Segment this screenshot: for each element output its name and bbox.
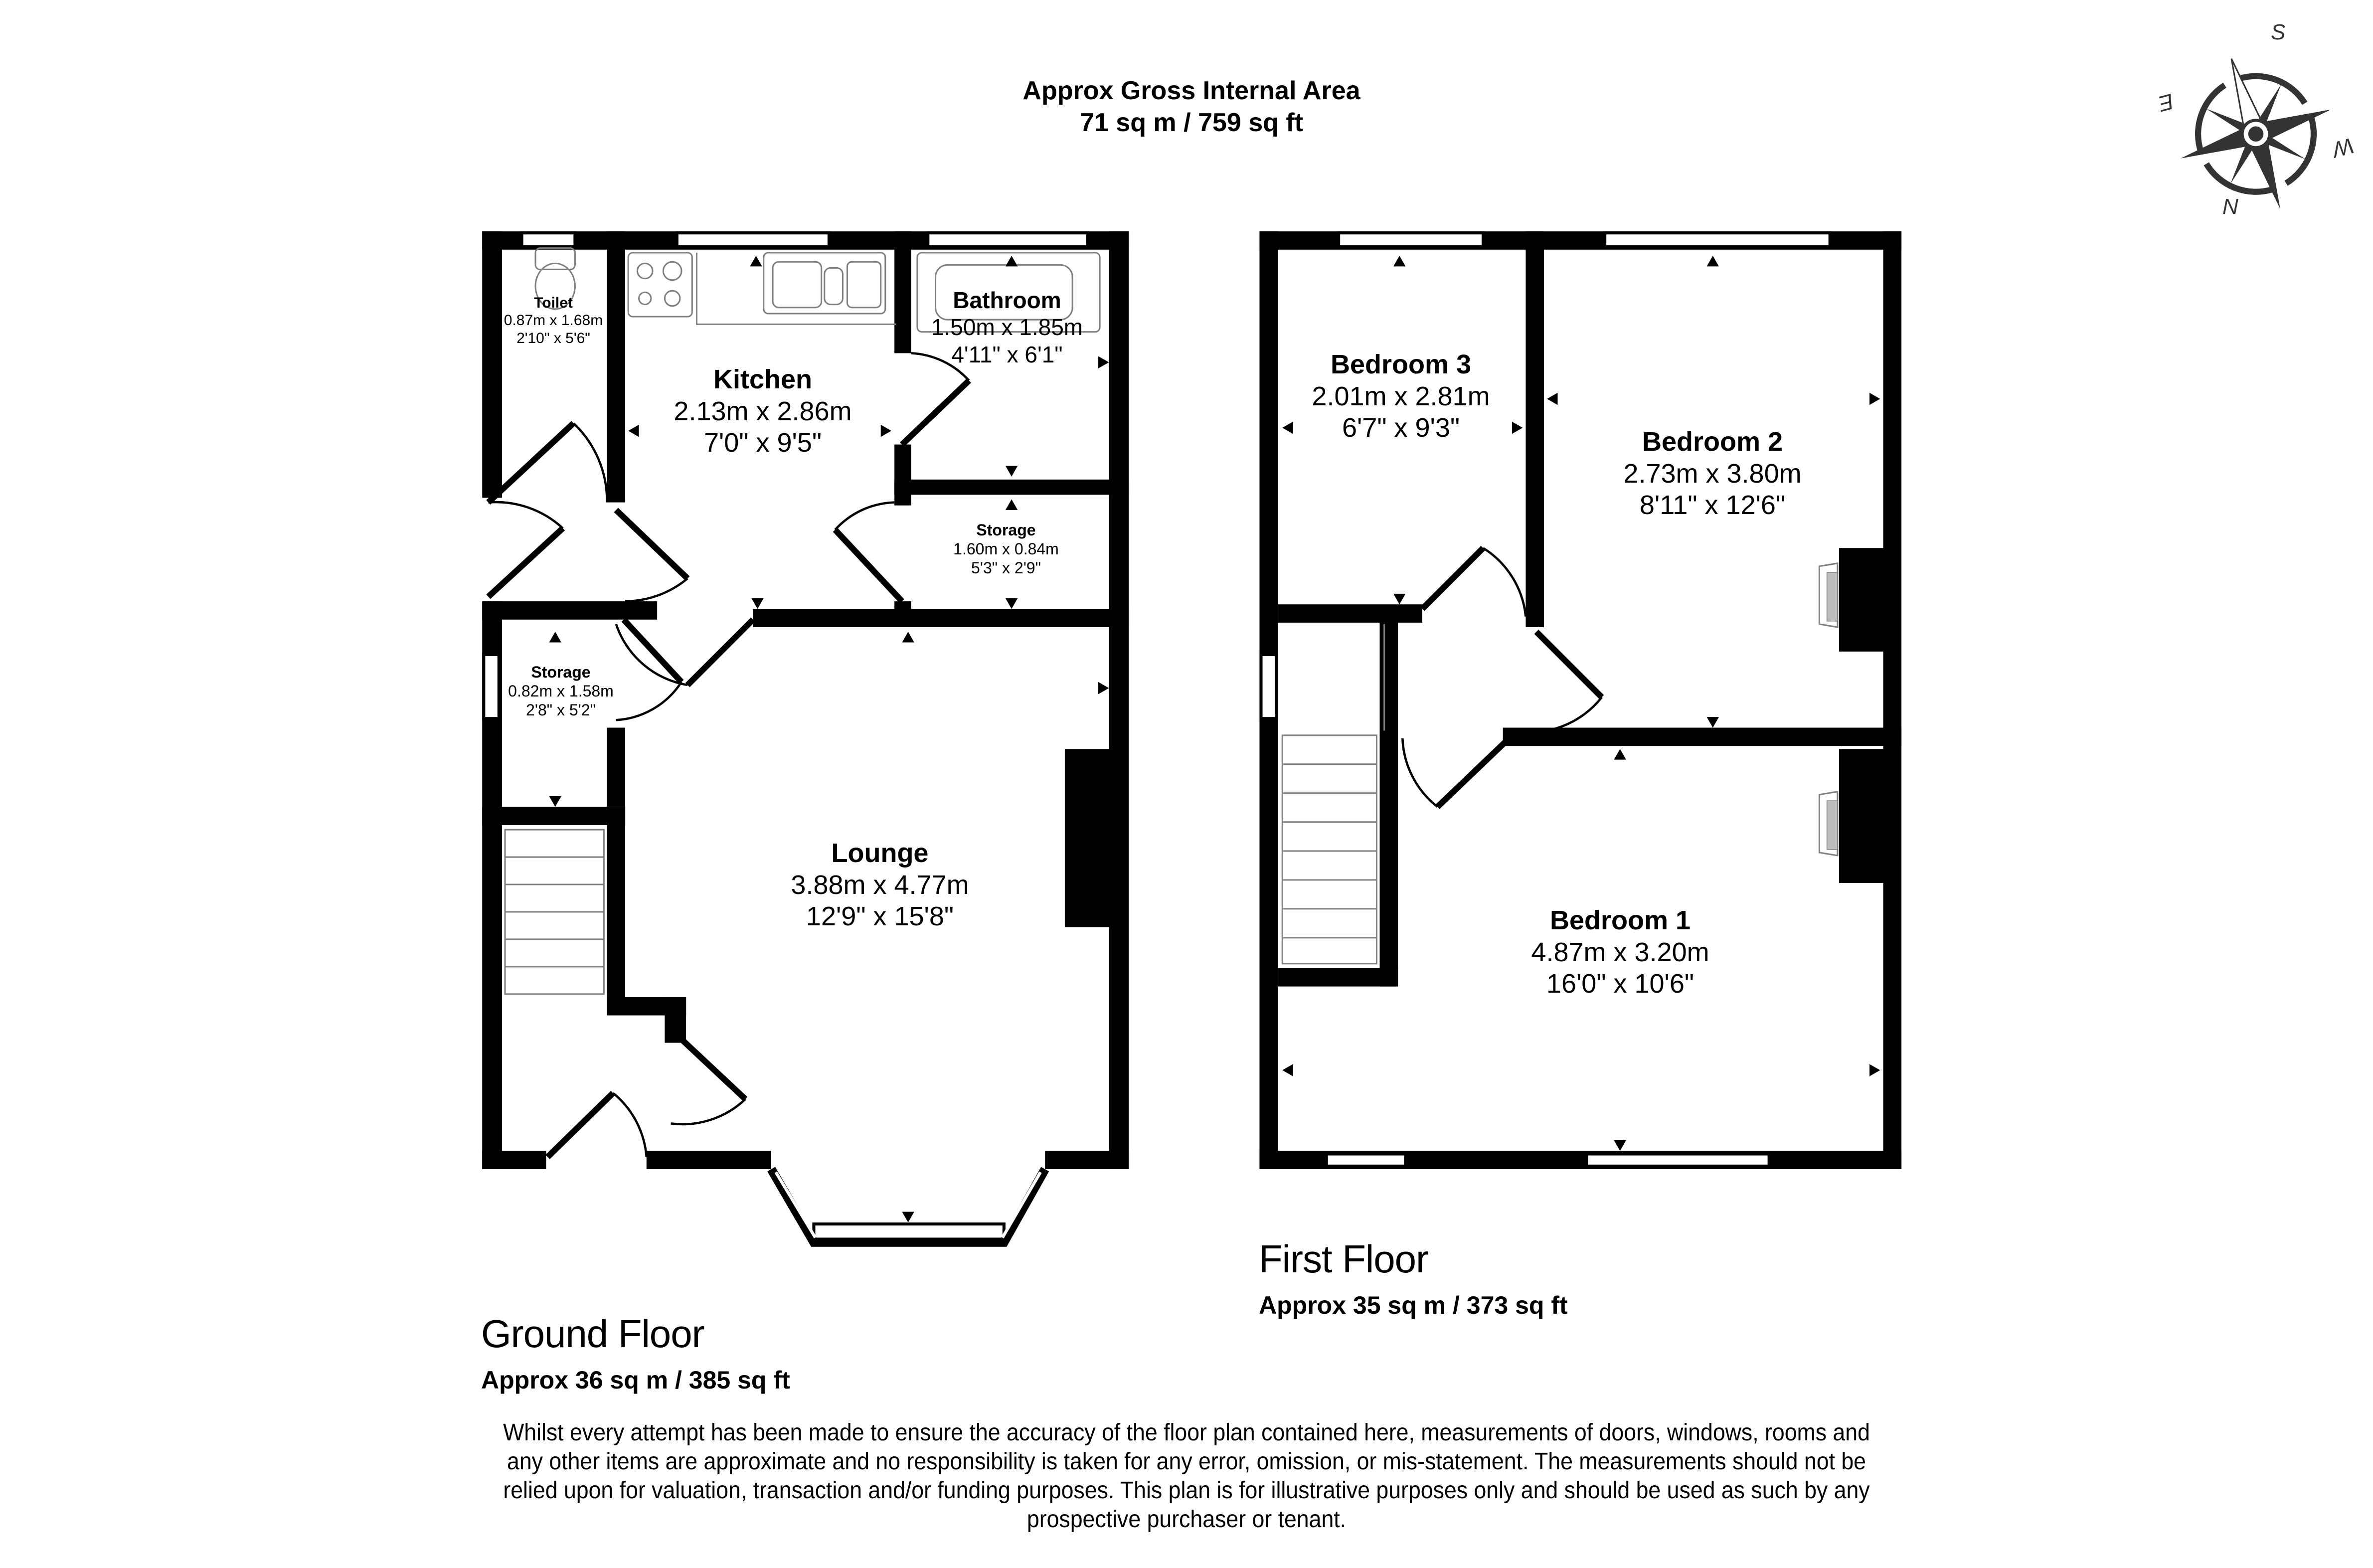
ground-floor-area: Approx 36 sq m / 385 sq ft: [481, 1366, 790, 1394]
first-floor-caption: First Floor Approx 35 sq m / 373 sq ft: [1259, 1236, 1568, 1320]
gross-area-title: Approx Gross Internal Area: [1022, 76, 1360, 105]
first-floor-area: Approx 35 sq m / 373 sq ft: [1259, 1291, 1568, 1319]
room-label-lounge: Lounge 3.88m x 4.77m 12'9" x 15'8": [791, 838, 969, 932]
compass-south-label: S: [2271, 20, 2286, 44]
room-label-bathroom: Bathroom 1.50m x 1.85m 4'11" x 6'1": [931, 287, 1083, 367]
compass-rose-icon: [2181, 58, 2331, 209]
ground-floor-title: Ground Floor: [481, 1312, 705, 1356]
disclaimer-text: Whilst every attempt has been made to en…: [503, 1419, 1870, 1533]
room-label-storage-hall: Storage 0.82m x 1.58m 2'8" x 5'2": [508, 663, 614, 719]
room-label-storage-kitchen: Storage 1.60m x 0.84m 5'3" x 2'9": [953, 521, 1059, 577]
ground-floor-caption: Ground Floor Approx 36 sq m / 385 sq ft: [481, 1311, 790, 1394]
room-label-toilet: Toilet 0.87m x 1.68m 2'10" x 5'6": [504, 295, 603, 347]
measurement-arrows: [549, 255, 1880, 1222]
first-floor-title: First Floor: [1259, 1237, 1429, 1281]
ground-floor-plan: [482, 231, 1129, 1247]
room-label-bedroom1: Bedroom 1 4.87m x 3.20m 16'0" x 10'6": [1531, 905, 1709, 999]
gross-area-header: Approx Gross Internal Area 71 sq m / 759…: [937, 75, 1446, 139]
gross-area-value: 71 sq m / 759 sq ft: [1080, 108, 1303, 137]
room-label-bedroom2: Bedroom 2 2.73m x 3.80m 8'11" x 12'6": [1623, 427, 1802, 521]
room-label-kitchen: Kitchen 2.13m x 2.86m 7'0" x 9'5": [674, 364, 852, 458]
first-floor-plan: [1259, 231, 1902, 1170]
compass-north-label: N: [2222, 194, 2238, 219]
room-label-bedroom3: Bedroom 3 2.01m x 2.81m 6'7" x 9'3": [1312, 349, 1490, 443]
